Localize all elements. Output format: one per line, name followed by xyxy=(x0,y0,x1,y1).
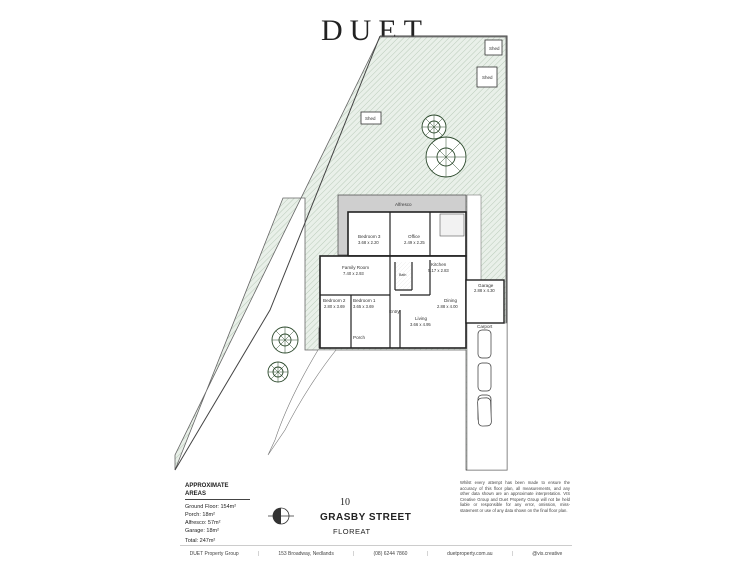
garage-label: Garage xyxy=(478,283,494,288)
dining-dim: 2.88 x 4.00 xyxy=(437,304,458,309)
cars xyxy=(477,329,492,427)
living-dim: 3.66 x 4.95 xyxy=(410,322,431,327)
shed-label-2: Shed xyxy=(482,75,493,80)
tree-4 xyxy=(267,361,289,383)
side-strip xyxy=(466,194,482,281)
area-alfresco: Alfresco: 57m² xyxy=(185,520,221,526)
shed-2 xyxy=(476,66,498,88)
family-dim: 7.40 x 2.93 xyxy=(343,271,364,276)
shed-3 xyxy=(360,111,382,125)
bath-label: Bath xyxy=(399,273,406,277)
office-label: Office xyxy=(408,234,420,239)
area-porch: Porch: 18m² xyxy=(185,512,215,518)
garage-dim: 2.88 x 4.30 xyxy=(474,288,495,293)
footer-bar: DUET Property Group | 153 Broadway, Nedl… xyxy=(180,551,572,557)
laundry xyxy=(439,213,465,237)
office-dim: 2.49 x 2.25 xyxy=(404,240,425,245)
disclaimer-text: Whilst every attempt has been made to en… xyxy=(460,480,570,513)
bedroom3-label: Bedroom 3 xyxy=(358,234,381,239)
bedroom1-dim: 3.65 x 3.69 xyxy=(353,304,374,309)
footer-separator: | xyxy=(353,551,355,557)
kitchen-dim: 5.17 x 2.83 xyxy=(428,268,449,273)
footer-separator: | xyxy=(257,551,260,557)
bath-tiles xyxy=(396,262,411,289)
area-ground: Ground Floor: 154m² xyxy=(185,504,237,510)
bedroom2-dim: 2.80 x 3.69 xyxy=(324,304,345,309)
tree-1 xyxy=(421,114,447,140)
alfresco-label: Alfresco xyxy=(395,202,412,207)
street-number: 10 xyxy=(340,497,350,508)
footer-separator: | xyxy=(511,551,514,557)
dining-label: Dining xyxy=(444,298,457,303)
living-label: Living xyxy=(415,316,427,321)
bedroom3-dim: 3.68 x 2.20 xyxy=(358,240,379,245)
lot-boundary-left xyxy=(174,35,381,471)
tree-3 xyxy=(271,326,299,354)
garage-structure xyxy=(465,279,505,324)
north-compass-icon xyxy=(268,507,294,525)
footer-credit: @vis.creative xyxy=(532,551,563,557)
family-label: Family Room xyxy=(342,265,369,270)
porch-label: Porch xyxy=(353,335,365,340)
carport-label: Carport xyxy=(477,324,493,329)
approximate-areas: APPROXIMATE AREAS Ground Floor: 154m² Po… xyxy=(185,482,305,545)
street-name: GRASBY STREET xyxy=(320,512,412,523)
kitchen-label: Kitchen xyxy=(431,262,447,267)
footer-separator: | xyxy=(426,551,428,557)
trees xyxy=(267,114,467,383)
footer-website: duetproperty.com.au xyxy=(447,551,493,557)
room-walls xyxy=(320,212,466,348)
garden-path xyxy=(267,349,337,456)
footer-company: DUET Property Group xyxy=(189,551,239,557)
shed-label-1: Shed xyxy=(489,46,500,51)
suburb-name: FLOREAT xyxy=(333,527,371,536)
tree-2 xyxy=(425,136,467,178)
shed-label-3: Shed xyxy=(365,116,376,121)
footer-phone: (08) 6244 7860 xyxy=(373,551,408,557)
sheds xyxy=(360,39,503,125)
bedroom1-label: Bedroom 1 xyxy=(353,298,376,303)
shed-1 xyxy=(484,39,503,56)
area-total: Total: 247m² xyxy=(185,538,216,544)
entry-label: Entry xyxy=(389,309,400,314)
areas-title: APPROXIMATE AREAS xyxy=(185,482,250,500)
footer-address: 153 Broadway, Nedlands xyxy=(278,551,334,557)
area-garage: Garage: 18m² xyxy=(185,528,219,534)
footer-divider xyxy=(180,545,572,546)
bedroom2-label: Bedroom 2 xyxy=(323,298,346,303)
